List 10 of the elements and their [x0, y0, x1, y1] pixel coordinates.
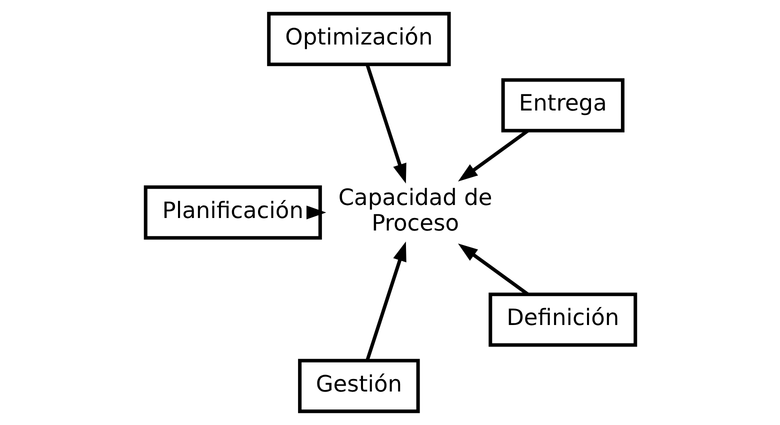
arrow: [458, 129, 528, 182]
node-box: Gestión: [298, 358, 420, 414]
arrow: [365, 64, 406, 184]
node-text: Capacidad de Proceso: [338, 185, 492, 237]
node-box: Optimización: [266, 12, 450, 66]
arrow: [365, 242, 406, 361]
node-box: Entrega: [500, 78, 624, 132]
arrow: [306, 206, 326, 220]
node-box: Definición: [488, 292, 637, 347]
arrow: [458, 244, 528, 296]
